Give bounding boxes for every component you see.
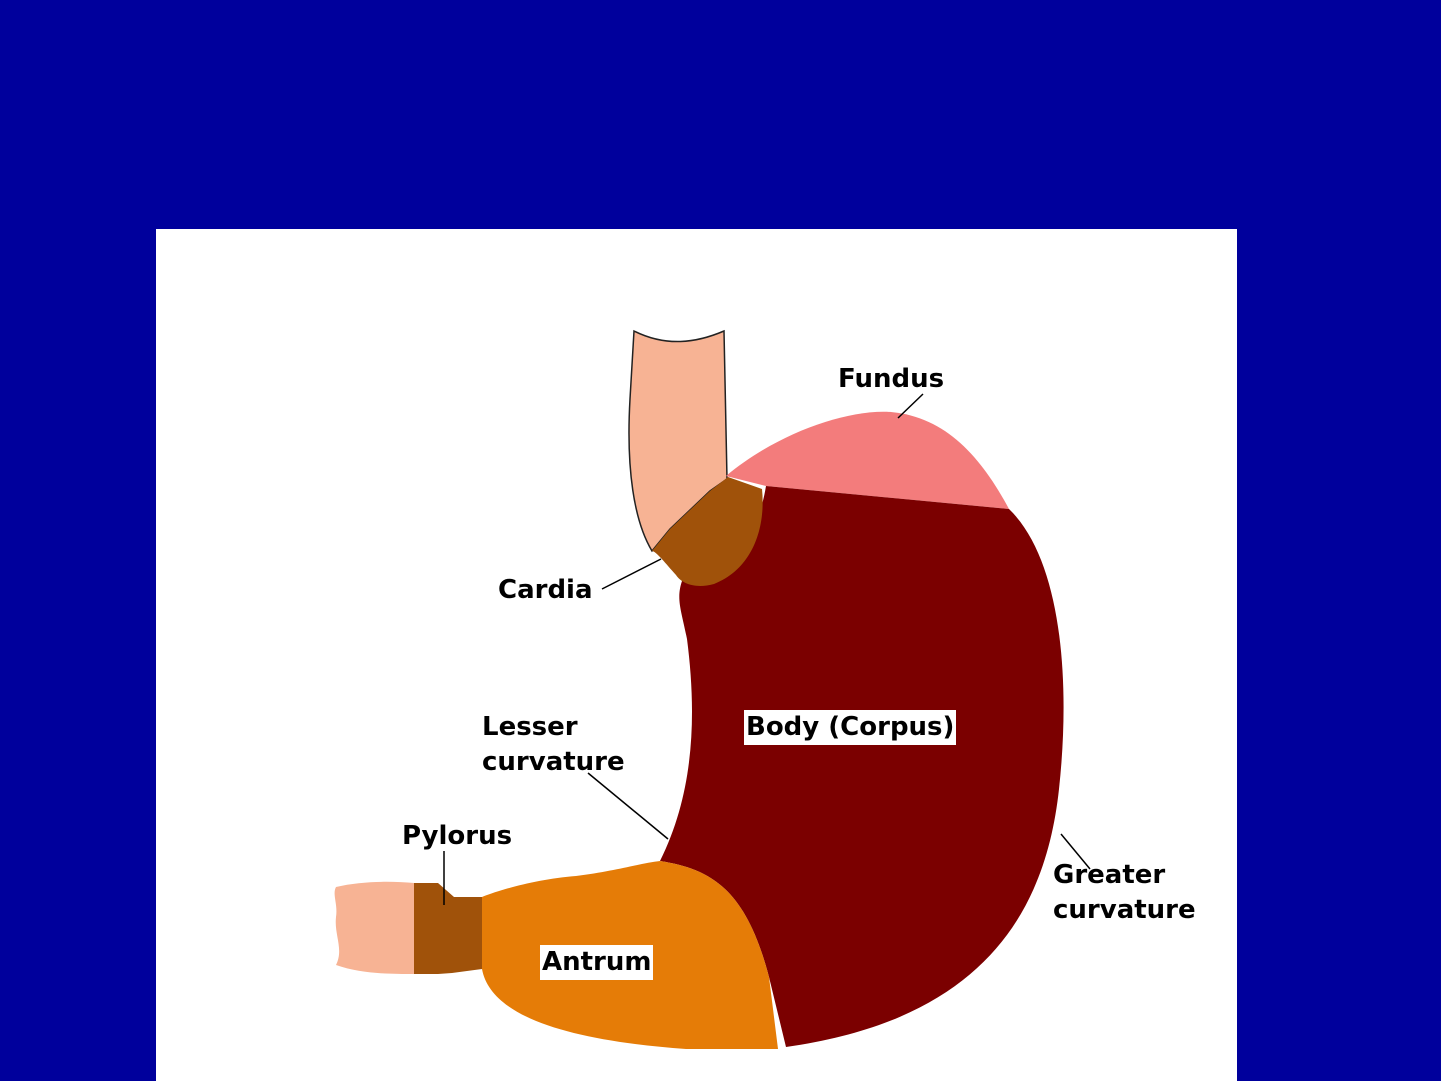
fundus-label: Fundus — [838, 362, 944, 397]
lesser-curvature-leader-line — [588, 773, 668, 839]
greater-curvature-label-line2: curvature — [1053, 893, 1196, 928]
diagram-panel: Fundus Cardia Lesser curvature Body (Cor… — [156, 229, 1237, 1081]
lesser-curvature-label-line1: Lesser — [482, 710, 625, 745]
stomach-diagram — [156, 229, 1237, 1081]
cardia-label: Cardia — [498, 573, 593, 608]
lesser-curvature-label-line2: curvature — [482, 745, 625, 780]
duodenum-region — [335, 882, 414, 974]
greater-curvature-label: Greater curvature — [1053, 858, 1196, 928]
antrum-label: Antrum — [540, 945, 653, 980]
pylorus-region — [414, 883, 482, 974]
cardia-leader-line — [602, 559, 661, 589]
greater-curvature-label-line1: Greater — [1053, 858, 1196, 893]
lesser-curvature-label: Lesser curvature — [482, 710, 625, 780]
fundus-leader-line — [898, 394, 923, 418]
pylorus-label: Pylorus — [402, 819, 512, 854]
body-corpus-label: Body (Corpus) — [744, 710, 956, 745]
